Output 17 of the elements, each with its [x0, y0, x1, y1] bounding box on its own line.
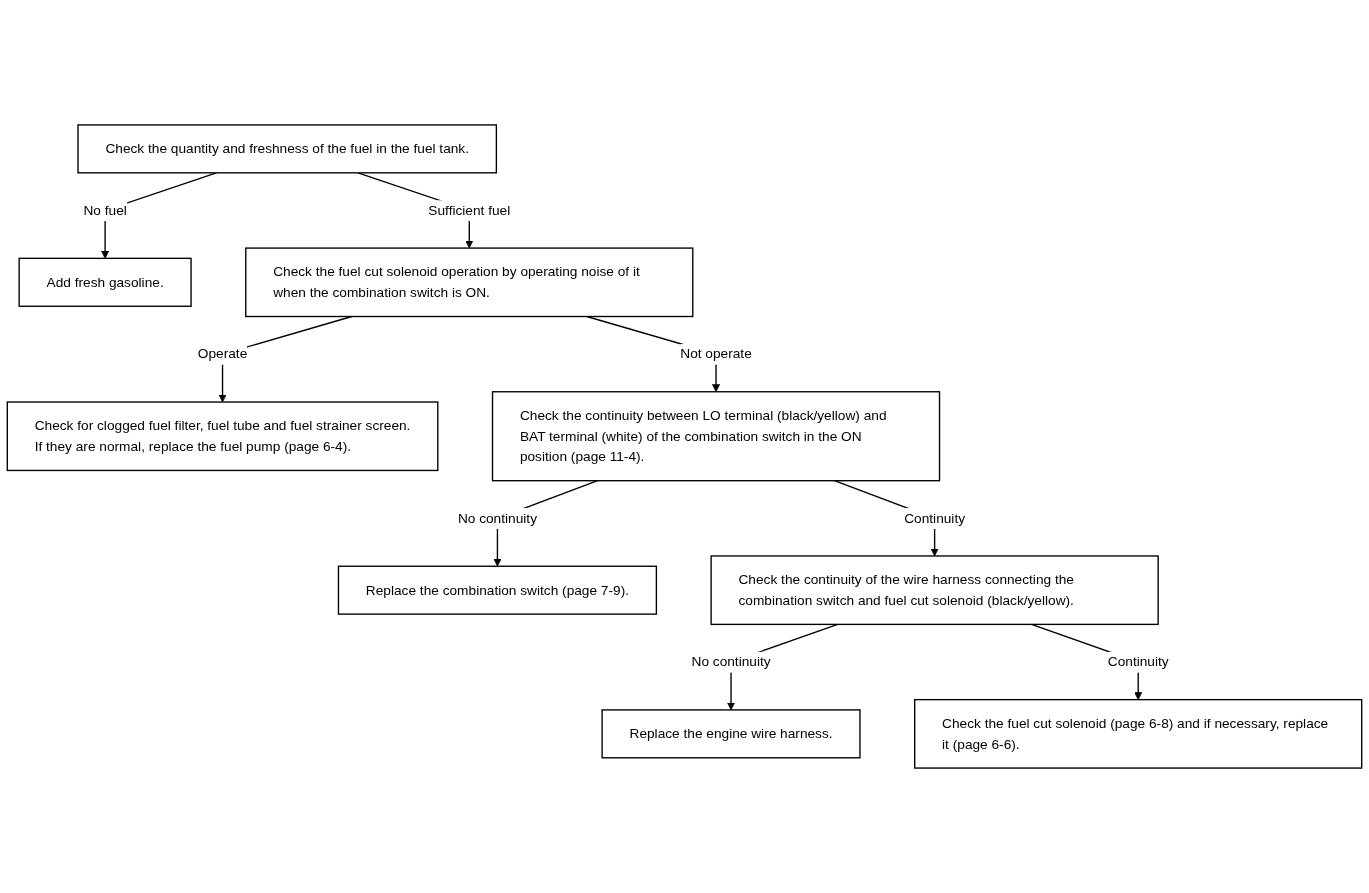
node-box: Check the fuel cut solenoid operation by operating noise of it when the combination switch is ON. [245, 247, 694, 318]
node-box: Add fresh gasoline. [18, 257, 192, 307]
edge-label: Sufficient fuel [428, 202, 511, 218]
node-box: Check the continuity of the wire harness connecting the combination switch and fuel cut solenoid (black/yellow). [710, 555, 1159, 626]
edge-label: Operate [197, 345, 248, 362]
edge-label: Not operate [680, 345, 752, 362]
node-box: Check the quantity and freshness of the fuel in the fuel tank. [77, 124, 498, 174]
edge-label: No continuity [457, 509, 537, 526]
node-box: Check the continuity between LO terminal (black/yellow) and BAT terminal (white) of the combination switch in the ON position (page 11-4). [491, 391, 941, 482]
edge-label: Continuity [904, 509, 966, 526]
edge-label: No continuity [691, 653, 771, 670]
edge-label: No fuel [83, 202, 127, 218]
node-box: Replace the combination switch (page 7-9). [337, 565, 658, 615]
node-box: Check for clogged fuel filter, fuel tube and fuel strainer screen. If they are normal, replace the fuel pump (page 6-4). [6, 401, 439, 472]
node-box: Check the fuel cut solenoid (page 6-8) and if necessary, replace it (page 6-6). [914, 698, 1363, 769]
edge-label: Continuity [1107, 653, 1169, 670]
node-box: Replace the engine wire harness. [601, 709, 861, 759]
